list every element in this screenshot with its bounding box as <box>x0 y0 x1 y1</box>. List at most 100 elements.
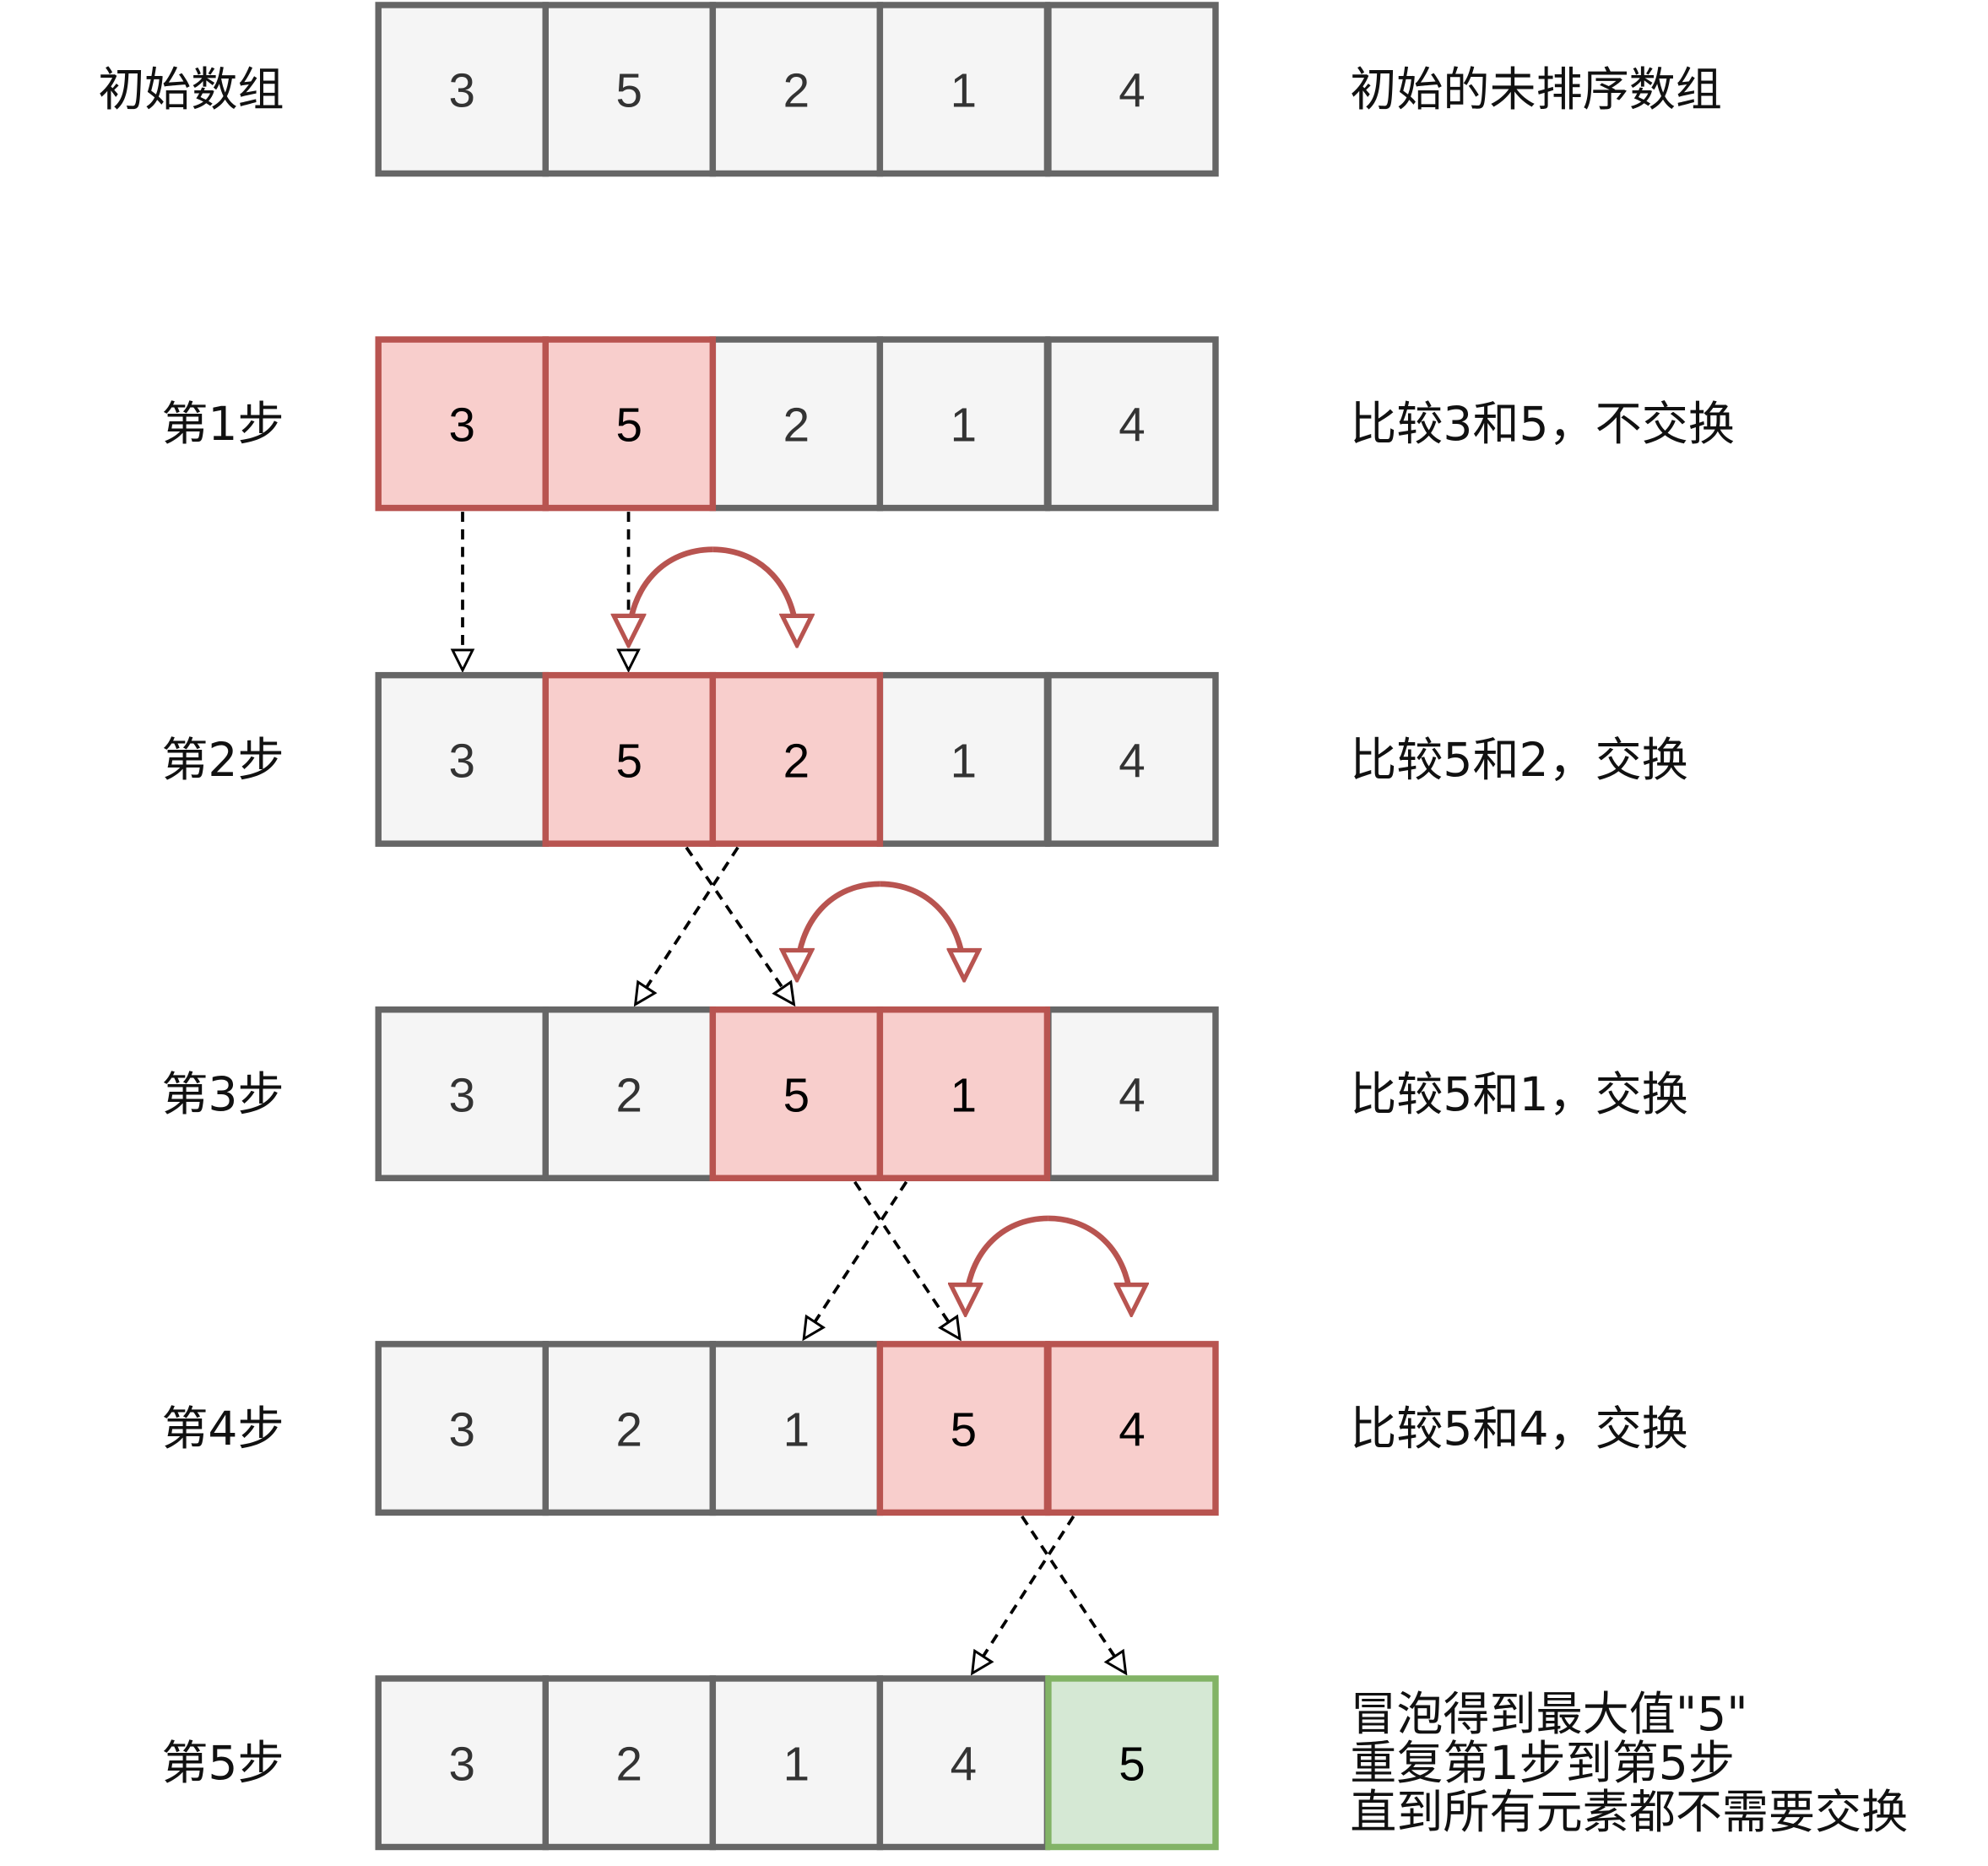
cell-box <box>1045 1006 1219 1182</box>
cell-value: 2 <box>783 734 810 787</box>
array-cell: 5 <box>1045 1675 1219 1851</box>
cell-box <box>709 1675 884 1851</box>
cell-box <box>542 2 717 177</box>
cell-box <box>1045 671 1219 847</box>
cell-value: 3 <box>449 1738 475 1791</box>
array-cell: 1 <box>876 2 1051 177</box>
array-cell: 4 <box>1045 1006 1219 1182</box>
array-row: 第2步 3 1 4 5 2 比较5和2，交换 <box>161 671 1688 847</box>
array-row: 第1步 2 1 4 3 5 比较3和5，不交换 <box>161 336 1735 512</box>
row-label: 第4步 <box>161 1402 284 1456</box>
cell-value: 4 <box>1119 1402 1145 1456</box>
array-cell: 2 <box>709 671 884 847</box>
row-label: 第5步 <box>161 1736 284 1790</box>
cell-value: 4 <box>1119 1068 1145 1121</box>
cell-value: 3 <box>449 734 475 787</box>
cell-value: 2 <box>783 399 810 452</box>
cell-box <box>709 2 884 177</box>
array-cell: 2 <box>542 1341 717 1516</box>
carry-arrow <box>636 846 739 1004</box>
array-row: 第4步 3 2 1 5 4 比较5和4，交换 <box>161 1341 1688 1516</box>
carry-arrow <box>1021 1515 1125 1673</box>
step-note: 比较5和4，交换 <box>1350 1402 1688 1456</box>
cell-value: 1 <box>783 1402 810 1456</box>
cell-box <box>1045 1341 1219 1516</box>
array-cell: 5 <box>542 2 717 177</box>
cell-box <box>876 2 1051 177</box>
cell-box <box>1045 336 1219 512</box>
array-cell: 1 <box>709 1675 884 1851</box>
swap-arrow <box>966 1215 1048 1313</box>
cell-value: 5 <box>783 1068 810 1121</box>
cell-value: 2 <box>616 1738 642 1791</box>
cell-value: 4 <box>1119 734 1145 787</box>
cell-value: 1 <box>783 1738 810 1791</box>
step-note: 比较3和5，不交换 <box>1350 397 1735 451</box>
cell-value: 4 <box>1119 64 1145 117</box>
swap-arrow <box>1048 1215 1131 1313</box>
swap-arrow <box>880 881 964 979</box>
step-note: 直到所有元素都不需要交换 <box>1350 1785 1908 1839</box>
array-cell: 4 <box>876 1675 1051 1851</box>
carry-arrow <box>685 846 794 1004</box>
array-row: 第3步 3 2 4 5 1 比较5和1，交换 <box>161 1006 1688 1182</box>
cell-value: 4 <box>951 1738 977 1791</box>
cell-value: 2 <box>616 1068 642 1121</box>
array-cell: 5 <box>876 1341 1051 1516</box>
array-cell: 2 <box>709 336 884 512</box>
cell-value: 5 <box>616 64 642 117</box>
cell-box <box>1045 1675 1219 1851</box>
array-cell: 2 <box>542 1006 717 1182</box>
row-label: 第3步 <box>161 1067 284 1121</box>
cell-box <box>709 1006 884 1182</box>
cell-value: 1 <box>951 64 977 117</box>
array-cell: 3 <box>375 671 549 847</box>
cell-value: 3 <box>449 1402 475 1456</box>
array-cell: 1 <box>876 1006 1051 1182</box>
step-note: 比较5和1，交换 <box>1350 1067 1688 1121</box>
cell-box <box>542 1341 717 1516</box>
swap-arrow <box>797 881 880 979</box>
array-cell: 3 <box>375 1675 549 1851</box>
array-cell: 5 <box>542 671 717 847</box>
cell-box <box>709 671 884 847</box>
array-cell: 1 <box>876 336 1051 512</box>
cell-value: 5 <box>1119 1738 1145 1791</box>
cell-box <box>375 1341 549 1516</box>
carry-arrow <box>853 1180 960 1338</box>
cell-value: 5 <box>951 1402 977 1456</box>
cell-box <box>876 671 1051 847</box>
step-note: 冒泡得到最大值"5" <box>1350 1687 1747 1741</box>
array-cell: 3 <box>375 336 549 512</box>
cell-value: 5 <box>616 734 642 787</box>
cell-box <box>876 1006 1051 1182</box>
cell-value: 2 <box>616 1402 642 1456</box>
array-cell: 3 <box>375 2 549 177</box>
array-cell: 5 <box>709 1006 884 1182</box>
cell-value: 4 <box>1119 399 1145 452</box>
swap-arrow <box>712 546 797 644</box>
cell-box <box>542 1675 717 1851</box>
swap-arrow <box>629 546 713 644</box>
row-label: 第1步 <box>161 397 284 451</box>
carry-arrow <box>804 1180 908 1338</box>
cell-value: 1 <box>951 399 977 452</box>
cell-box <box>375 671 549 847</box>
array-cell: 5 <box>542 336 717 512</box>
step-note: 比较5和2，交换 <box>1350 733 1688 787</box>
array-cell: 2 <box>542 1675 717 1851</box>
step-note: 重复第1步到第5步 <box>1350 1736 1735 1790</box>
row-label: 第2步 <box>161 733 284 787</box>
array-cell: 1 <box>876 671 1051 847</box>
cell-value: 5 <box>616 399 642 452</box>
cell-value: 3 <box>449 1068 475 1121</box>
array-cell: 2 <box>709 2 884 177</box>
array-cell: 4 <box>1045 336 1219 512</box>
cell-box <box>1045 2 1219 177</box>
cell-box <box>542 336 717 512</box>
array-cell: 1 <box>709 1341 884 1516</box>
cell-value: 3 <box>449 64 475 117</box>
